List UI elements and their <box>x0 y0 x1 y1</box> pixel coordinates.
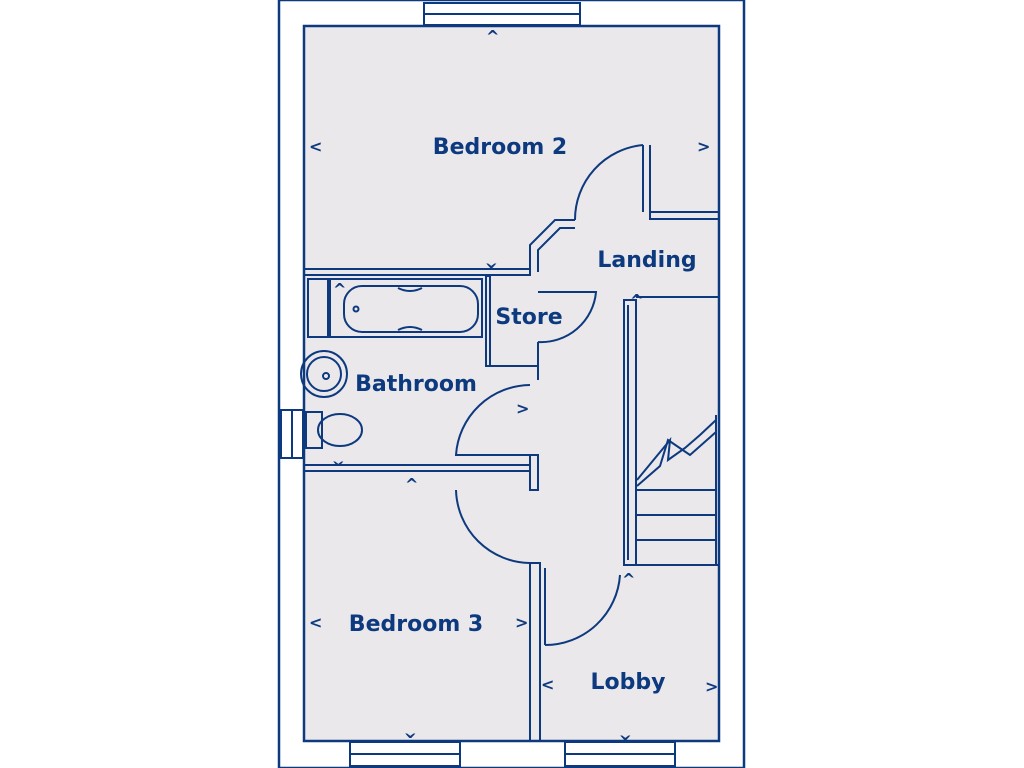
svg-text:<: < <box>309 137 322 156</box>
staircase <box>636 415 717 565</box>
svg-text:^: ^ <box>630 291 643 310</box>
svg-text:^: ^ <box>404 722 417 741</box>
window-top <box>423 2 581 26</box>
door-store <box>537 291 598 344</box>
svg-text:^: ^ <box>486 27 499 46</box>
room-label-store: Store <box>495 305 562 330</box>
svg-text:>: > <box>705 677 718 696</box>
basin <box>300 350 348 398</box>
svg-text:^: ^ <box>332 450 345 469</box>
window-left-bathroom <box>280 409 304 459</box>
room-label-landing: Landing <box>597 248 696 273</box>
svg-text:^: ^ <box>622 570 635 589</box>
toilet <box>305 411 363 449</box>
room-label-lobby: Lobby <box>591 670 666 695</box>
outer-wall <box>277 0 746 768</box>
room-label-bathroom: Bathroom <box>355 372 477 397</box>
svg-text:<: < <box>541 675 554 694</box>
door-bathroom <box>454 384 531 456</box>
window-bottom-left <box>349 741 461 767</box>
svg-text:>: > <box>697 137 710 156</box>
svg-text:^: ^ <box>333 280 346 299</box>
svg-text:>: > <box>515 613 528 632</box>
svg-text:<: < <box>309 613 322 632</box>
svg-text:>: > <box>516 399 529 418</box>
svg-text:^: ^ <box>485 252 498 271</box>
window-bottom-right <box>564 741 676 767</box>
svg-text:^: ^ <box>405 475 418 494</box>
dimension-markers: ^ < > ^ ^ > ^ ^ ^ ^ < > < > ^ ^ <box>309 27 718 743</box>
room-label-bedroom-2: Bedroom 2 <box>433 135 567 160</box>
bathtub <box>307 278 483 338</box>
svg-text:^: ^ <box>619 724 632 743</box>
door-bedroom3 <box>455 489 531 564</box>
door-bedroom2 <box>573 144 644 221</box>
room-label-bedroom-3: Bedroom 3 <box>349 612 483 637</box>
door-lobby <box>544 574 621 647</box>
